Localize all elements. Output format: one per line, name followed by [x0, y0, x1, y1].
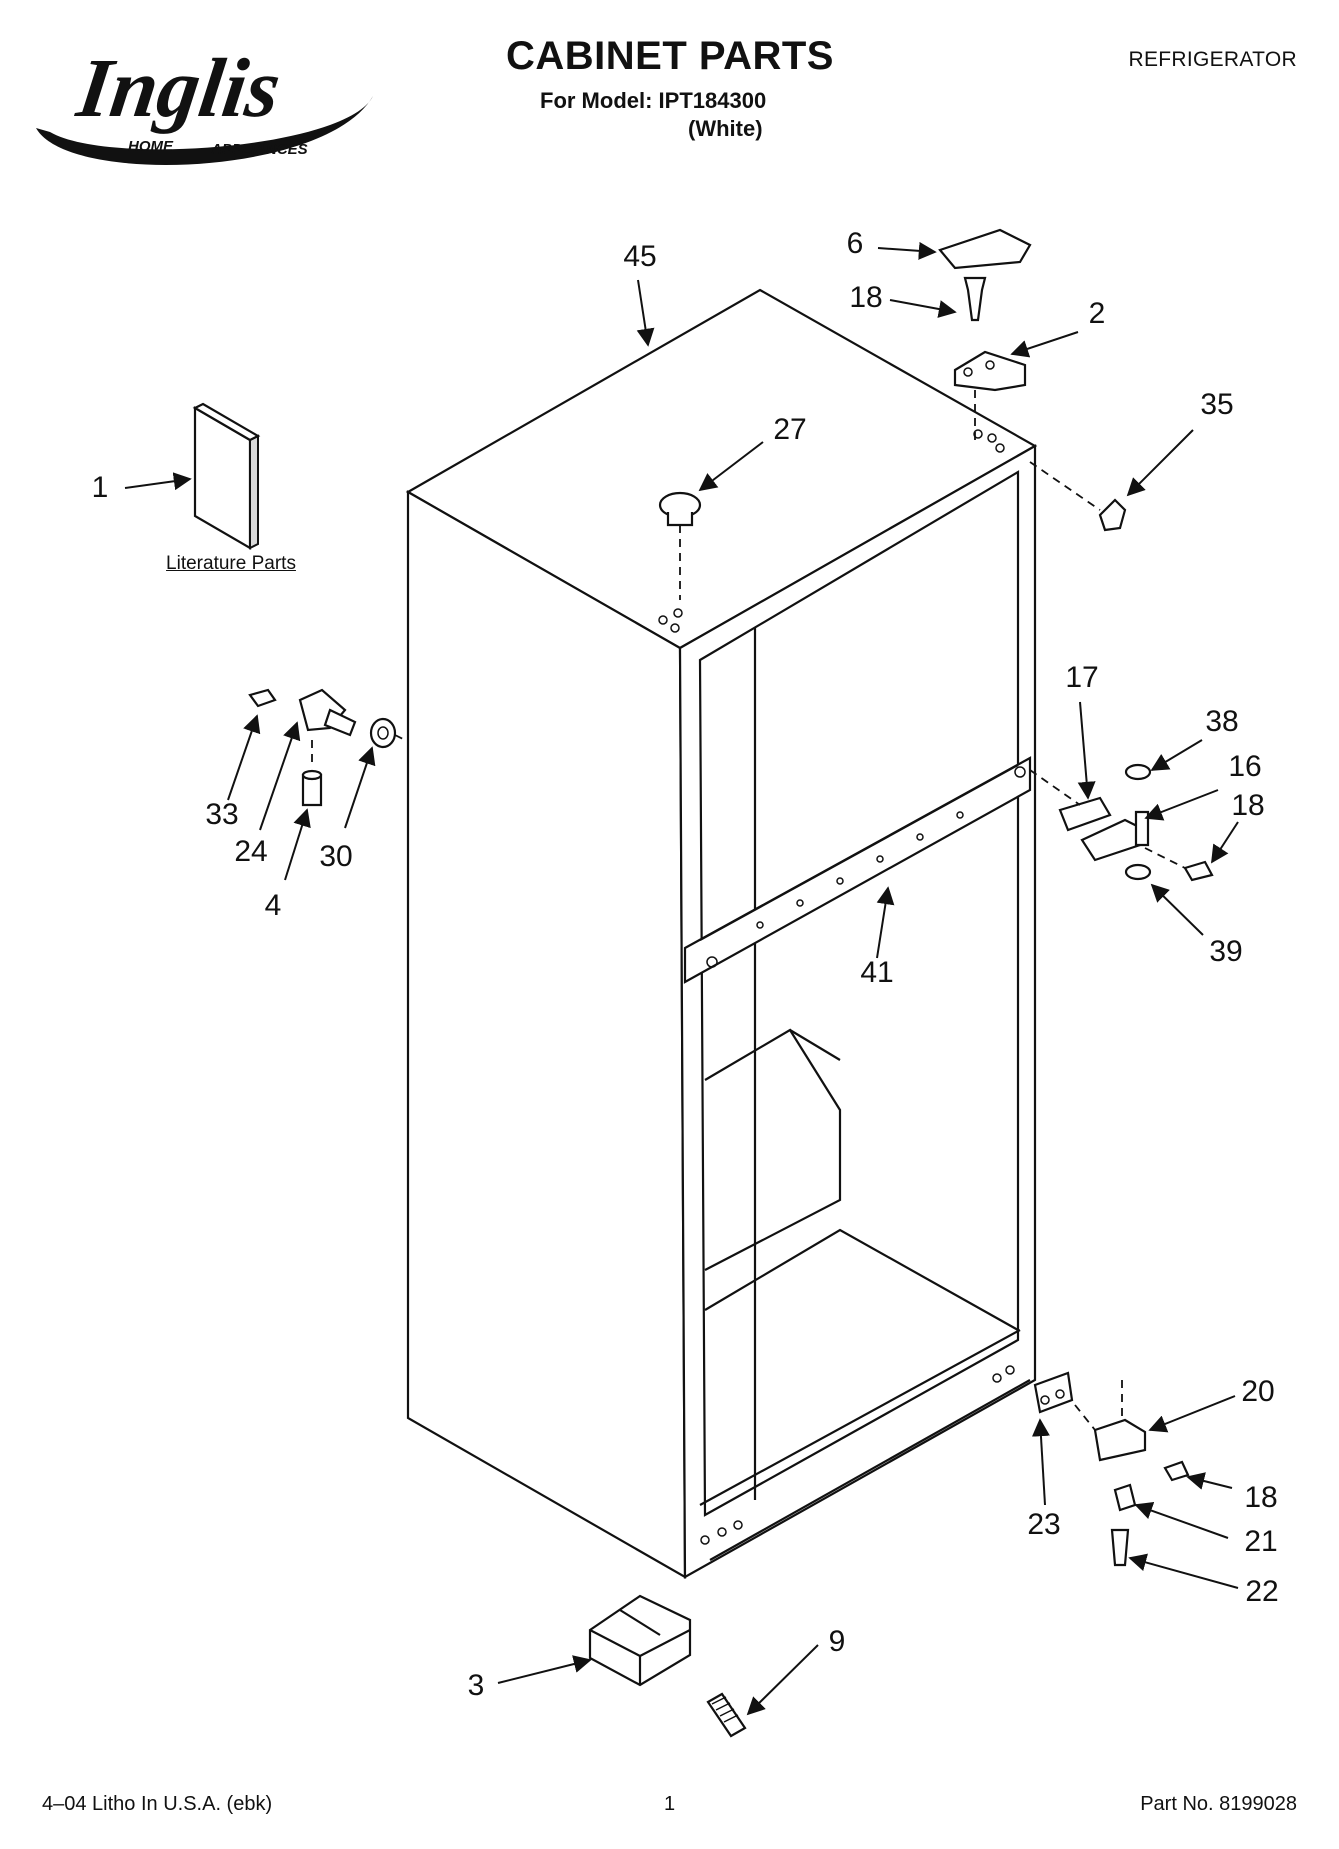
callout-39: 39: [1209, 935, 1243, 968]
callout-3: 3: [467, 1669, 485, 1702]
callout-27: 27: [773, 413, 807, 446]
print-info: 4–04 Litho In U.S.A. (ebk): [42, 1793, 273, 1815]
callout-2: 2: [1088, 297, 1106, 330]
callout-45: 45: [623, 240, 657, 273]
svg-text:Inglis: Inglis: [71, 42, 286, 135]
callout-18-middle: 18: [1231, 789, 1265, 822]
page-title: CABINET PARTS: [506, 34, 834, 78]
page-number: 1: [664, 1793, 676, 1815]
callout-24: 24: [234, 835, 268, 868]
callout-21: 21: [1244, 1525, 1278, 1558]
cabinet-plug: [658, 491, 702, 527]
model-number: For Model: IPT184300: [540, 88, 767, 113]
bottom-hinge-assembly: [1033, 1371, 1190, 1567]
hinge-hole-cap: [1098, 498, 1127, 532]
callout-1: 1: [91, 471, 109, 504]
appliance-category: REFRIGERATOR: [1128, 48, 1297, 71]
top-hinge-screw: [963, 276, 987, 322]
callout-38: 38: [1205, 705, 1239, 738]
left-hinge-assembly: [248, 688, 406, 807]
callout-6: 6: [846, 227, 864, 260]
callout-17: 17: [1065, 661, 1099, 694]
callout-22: 22: [1245, 1575, 1279, 1608]
leveling-leg-assembly: [588, 1594, 747, 1738]
callout-35: 35: [1200, 388, 1234, 421]
callout-4: 4: [264, 889, 282, 922]
center-hinge-assembly: [1029, 763, 1214, 882]
hinge-cover-part: [938, 228, 1032, 270]
top-hinge-part: [953, 350, 1027, 392]
callout-9: 9: [828, 1625, 846, 1658]
callout-20: 20: [1241, 1375, 1275, 1408]
callout-18-top: 18: [849, 281, 883, 314]
callout-33: 33: [205, 798, 239, 831]
callout-16: 16: [1228, 750, 1262, 783]
part-number: Part No. 8199028: [1140, 1793, 1297, 1815]
inglis-logo: Inglis HOME APPLIANCES: [36, 42, 373, 165]
literature-parts-label: Literature Parts: [166, 553, 296, 574]
leader-arrows: [124, 241, 1239, 1716]
callout-30: 30: [319, 840, 353, 873]
cabinet-shell: [405, 288, 1038, 1579]
literature-booklet: [192, 402, 261, 550]
model-color: (White): [688, 116, 763, 141]
divider-rail: [683, 756, 1032, 984]
callout-23: 23: [1027, 1508, 1061, 1541]
svg-text:APPLIANCES: APPLIANCES: [210, 141, 308, 158]
callout-18-bottom: 18: [1244, 1481, 1278, 1514]
svg-text:HOME: HOME: [128, 138, 174, 155]
callout-41: 41: [860, 956, 894, 989]
